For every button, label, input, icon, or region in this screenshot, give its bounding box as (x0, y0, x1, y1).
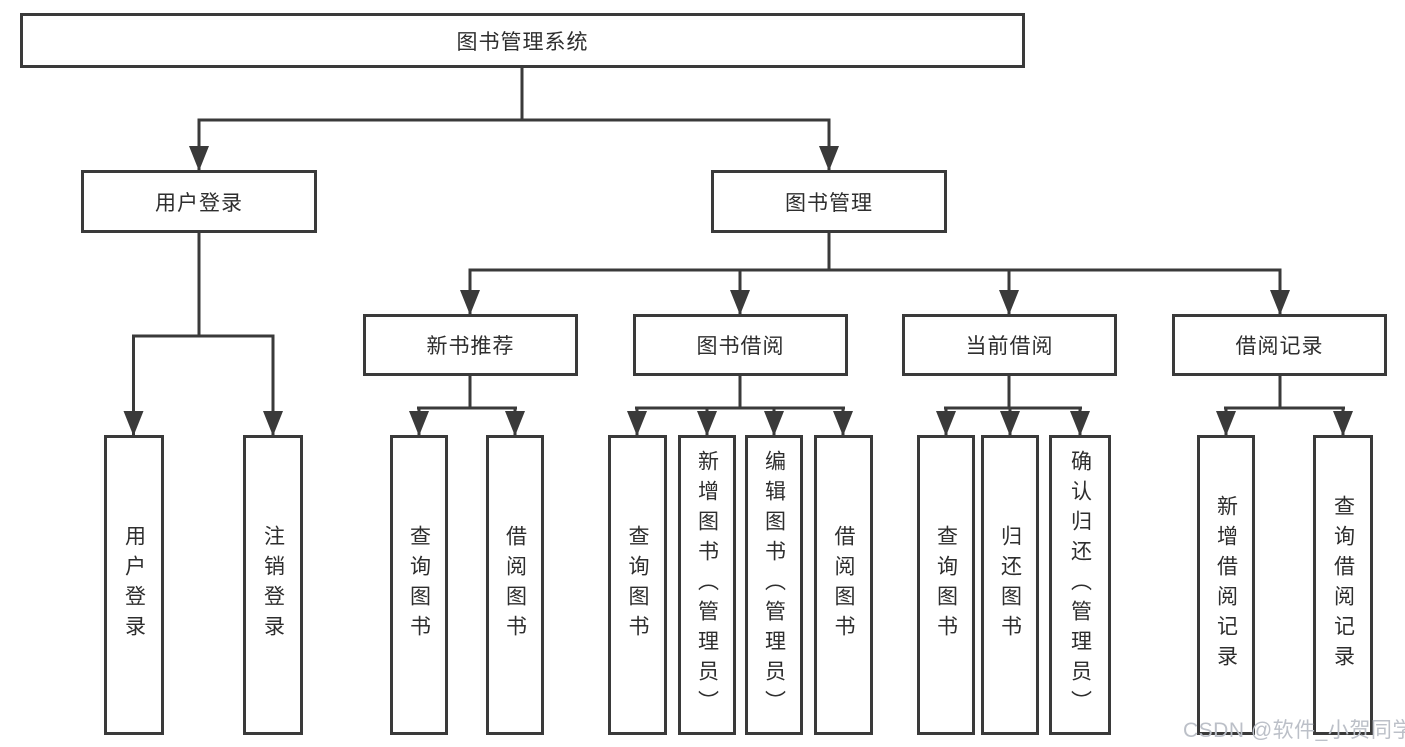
leaf-user-login-label: 用户登录 (122, 525, 146, 645)
leaf-borrow-borrow-book: 借阅图书 (814, 435, 873, 735)
node-book-management: 图书管理 (711, 170, 947, 233)
node-book-borrowing: 图书借阅 (633, 314, 848, 376)
leaf-current-query-book-label: 查询图书 (934, 525, 958, 645)
leaf-recommend-borrow-book-label: 借阅图书 (503, 525, 527, 645)
node-user-login-label: 用户登录 (155, 191, 243, 215)
leaf-records-add-record-label: 新增借阅记录 (1214, 495, 1238, 675)
node-book-borrowing-label: 图书借阅 (696, 335, 785, 358)
leaf-recommend-borrow-book: 借阅图书 (486, 435, 544, 735)
leaf-records-query-record-label: 查询借阅记录 (1331, 495, 1355, 675)
leaf-borrow-borrow-book-label: 借阅图书 (832, 525, 855, 645)
node-user-login: 用户登录 (81, 170, 317, 233)
leaf-borrow-add-book-admin-label: 新增图书（管理员） (695, 450, 719, 720)
node-new-book-recommend-label: 新书推荐 (426, 335, 515, 358)
node-borrowing-records: 借阅记录 (1172, 314, 1387, 376)
leaf-current-return-book-label: 归还图书 (998, 525, 1022, 645)
leaf-records-add-record: 新增借阅记录 (1197, 435, 1255, 735)
node-book-management-label: 图书管理 (785, 191, 873, 215)
node-borrowing-records-label: 借阅记录 (1235, 335, 1324, 358)
leaf-current-confirm-return-admin-label: 确认归还（管理员） (1068, 450, 1092, 720)
leaf-current-confirm-return-admin: 确认归还（管理员） (1049, 435, 1111, 735)
leaf-recommend-query-book-label: 查询图书 (407, 525, 431, 645)
leaf-current-return-book: 归还图书 (981, 435, 1039, 735)
csdn-watermark: CSDN @软件_小贺同学 (1183, 719, 1405, 742)
leaf-borrow-edit-book-admin-label: 编辑图书（管理员） (762, 450, 786, 720)
leaf-borrow-query-book-label: 查询图书 (626, 525, 649, 645)
leaf-logout-label: 注销登录 (261, 525, 285, 645)
node-current-borrowing-label: 当前借阅 (965, 335, 1054, 358)
leaf-records-query-record: 查询借阅记录 (1313, 435, 1373, 735)
leaf-user-login: 用户登录 (104, 435, 164, 735)
leaf-borrow-add-book-admin: 新增图书（管理员） (678, 435, 736, 735)
leaf-current-query-book: 查询图书 (917, 435, 975, 735)
leaf-borrow-edit-book-admin: 编辑图书（管理员） (745, 435, 803, 735)
leaf-logout: 注销登录 (243, 435, 303, 735)
node-new-book-recommend: 新书推荐 (363, 314, 578, 376)
node-current-borrowing: 当前借阅 (902, 314, 1117, 376)
leaf-recommend-query-book: 查询图书 (390, 435, 448, 735)
node-root: 图书管理系统 (20, 13, 1025, 68)
node-root-label: 图书管理系统 (456, 30, 589, 54)
leaf-borrow-query-book: 查询图书 (608, 435, 667, 735)
